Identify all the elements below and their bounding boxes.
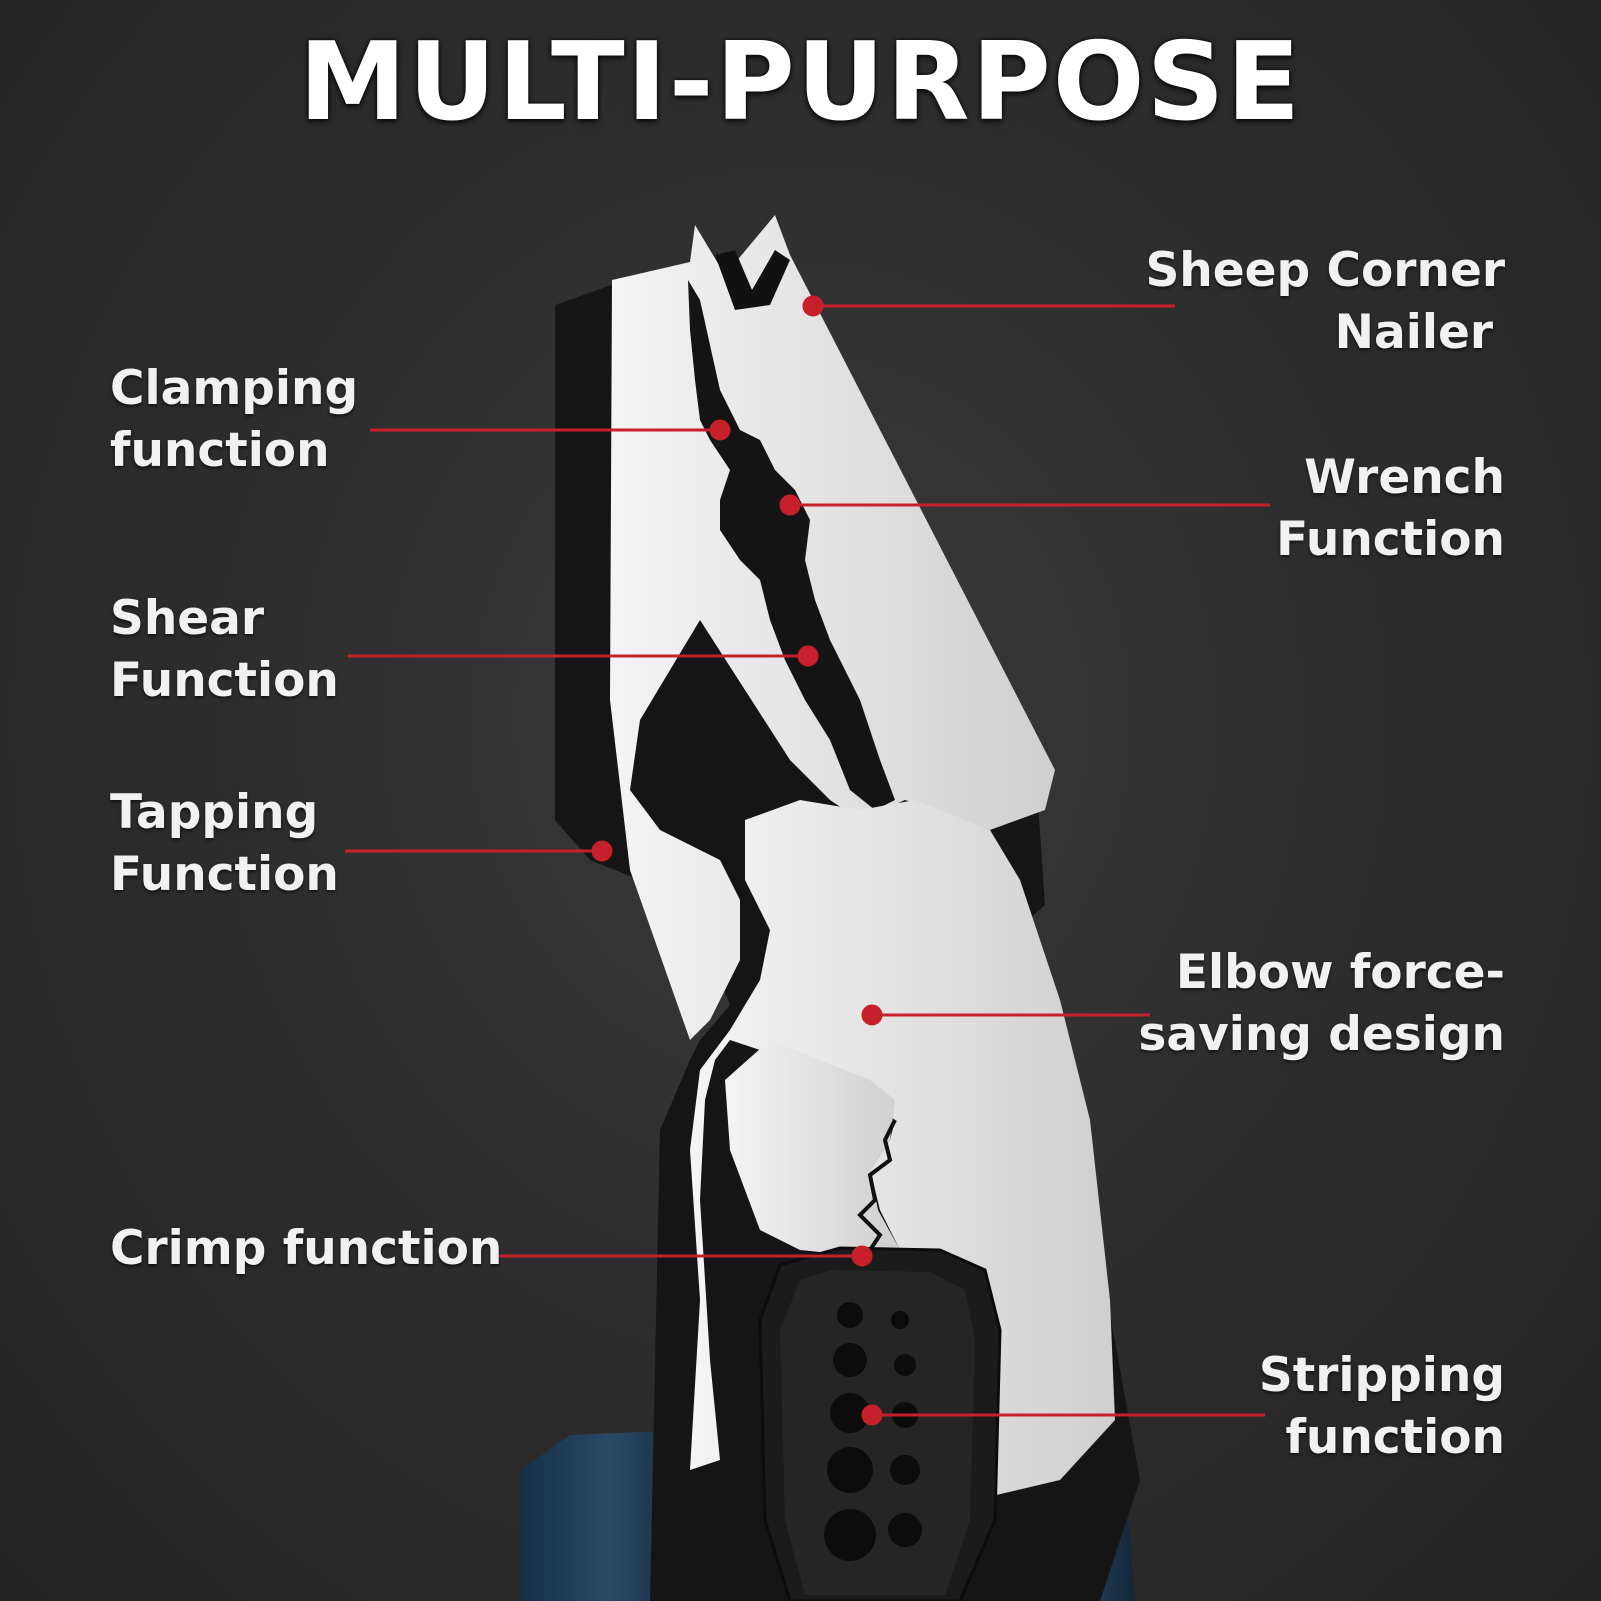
pointer-dot-stripping bbox=[861, 1404, 883, 1426]
label-line: Nailer bbox=[1334, 305, 1493, 360]
label-crimp-function: Crimp function bbox=[110, 1218, 502, 1280]
label-line: Function bbox=[1276, 512, 1505, 567]
label-line: Clamping bbox=[110, 361, 359, 416]
label-line: Stripping bbox=[1258, 1348, 1505, 1403]
label-line: function bbox=[1285, 1410, 1505, 1465]
label-line: Tapping bbox=[110, 785, 319, 840]
label-line: Function bbox=[110, 653, 339, 708]
label-shear-function: Shear Function bbox=[110, 588, 339, 712]
label-line: function bbox=[110, 423, 330, 478]
pointer-dot-sheep-corner bbox=[802, 295, 824, 317]
label-line: Wrench bbox=[1304, 450, 1505, 505]
label-clamping-function: Clamping function bbox=[110, 358, 358, 482]
label-wrench-function: Wrench Function bbox=[1276, 447, 1505, 571]
label-line: Elbow force- bbox=[1175, 945, 1505, 1000]
label-line: Crimp function bbox=[110, 1221, 503, 1276]
label-stripping-function: Stripping function bbox=[1259, 1345, 1505, 1469]
page-title: MULTI-PURPOSE bbox=[298, 20, 1303, 145]
pointer-dot-tapping bbox=[591, 840, 613, 862]
label-line: Shear bbox=[110, 591, 265, 646]
pointer-dot-shear bbox=[797, 645, 819, 667]
label-line: Sheep Corner bbox=[1145, 243, 1505, 298]
callout-lines bbox=[345, 295, 1270, 1426]
label-line: saving design bbox=[1138, 1007, 1505, 1062]
lower-jaw bbox=[690, 800, 1115, 1500]
pointer-dot-crimp bbox=[851, 1245, 873, 1267]
pointer-dot-clamping bbox=[709, 419, 731, 441]
pointer-dot-wrench bbox=[779, 494, 801, 516]
label-line: Function bbox=[110, 847, 339, 902]
stripping-die bbox=[758, 1246, 1002, 1601]
label-tapping-function: Tapping Function bbox=[110, 782, 339, 906]
label-sheep-corner-nailer: Sheep Corner Nailer bbox=[1145, 240, 1505, 364]
pointer-dot-elbow bbox=[861, 1004, 883, 1026]
label-elbow-force-saving-design: Elbow force- saving design bbox=[1138, 942, 1505, 1066]
